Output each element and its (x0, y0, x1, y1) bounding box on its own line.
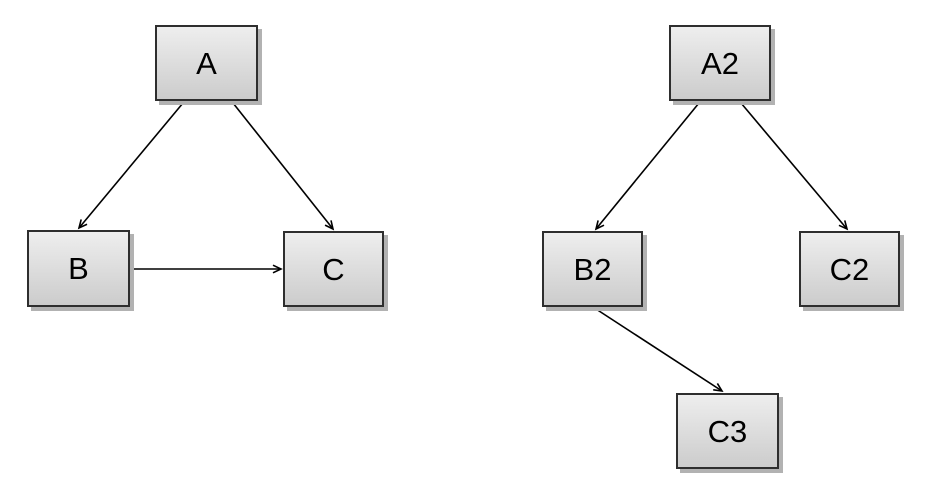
node-a2: A2 (669, 25, 771, 101)
node-label: B (68, 251, 89, 286)
node-label: B2 (573, 251, 612, 287)
node-b: B (27, 230, 130, 307)
node-label: A (196, 45, 217, 81)
node-label: C2 (829, 251, 870, 287)
node-c3: C3 (676, 393, 779, 469)
node-c: C (283, 231, 384, 307)
node-label: C3 (707, 413, 748, 449)
node-c2: C2 (799, 231, 900, 307)
node-label: C (322, 251, 345, 287)
node-b2: B2 (542, 231, 643, 307)
node-a: A (155, 25, 258, 101)
node-label: A2 (701, 45, 739, 81)
